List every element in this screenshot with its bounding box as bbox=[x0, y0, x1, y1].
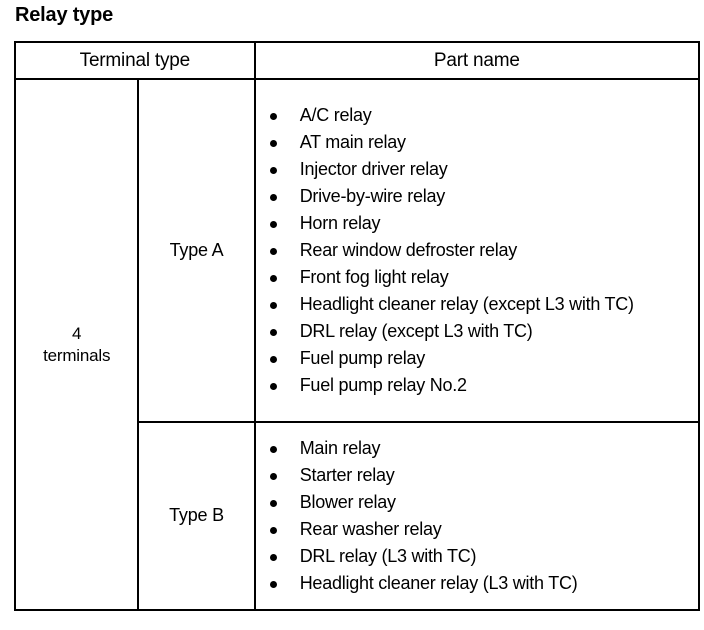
list-item-label: Fuel pump relay bbox=[299, 347, 426, 368]
terminal-count-cell: 4 terminals bbox=[13, 78, 140, 611]
list-item-label: Drive-by-wire relay bbox=[299, 185, 446, 206]
table-row: Type B Main relay Starter relay bbox=[15, 420, 701, 612]
column-header-part-name: Part name bbox=[253, 41, 701, 80]
list-item: AT main relay bbox=[256, 129, 698, 156]
list-item: Horn relay bbox=[256, 210, 698, 237]
list-item-label: Horn relay bbox=[299, 212, 381, 233]
list-item: DRL relay (L3 with TC) bbox=[256, 543, 698, 570]
part-list-type-b: Main relay Starter relay Blower relay bbox=[256, 435, 698, 597]
table-row: 4 terminals Type A A/C relay AT main rel… bbox=[13, 78, 701, 611]
bullet-icon bbox=[269, 445, 277, 453]
bullet-icon bbox=[269, 553, 277, 561]
list-item: Headlight cleaner relay (except L3 with … bbox=[256, 291, 698, 318]
list-item-label: AT main relay bbox=[299, 131, 406, 152]
bullet-icon bbox=[269, 382, 277, 390]
terminal-count-number: 4 bbox=[72, 323, 82, 343]
list-item: Injector driver relay bbox=[256, 156, 698, 183]
list-item: Starter relay bbox=[256, 462, 698, 489]
bullet-icon bbox=[269, 166, 277, 174]
list-item: Drive-by-wire relay bbox=[256, 183, 698, 210]
list-item-label: A/C relay bbox=[299, 104, 372, 125]
column-header-terminal-type: Terminal type bbox=[14, 41, 256, 80]
bullet-icon bbox=[269, 328, 277, 336]
list-item: Rear washer relay bbox=[256, 516, 698, 543]
list-item-label: DRL relay (L3 with TC) bbox=[299, 545, 477, 566]
list-item: A/C relay bbox=[256, 102, 698, 129]
relay-type-table: Terminal type Part name 4 terminals Type… bbox=[13, 41, 701, 612]
list-item-label: Headlight cleaner relay (L3 with TC) bbox=[299, 572, 578, 593]
list-item-label: Headlight cleaner relay (except L3 with … bbox=[299, 293, 634, 314]
list-item-label: Main relay bbox=[299, 437, 381, 458]
list-item-label: Injector driver relay bbox=[299, 158, 448, 179]
type-label-a: Type A bbox=[137, 78, 256, 423]
list-item-label: DRL relay (except L3 with TC) bbox=[299, 320, 533, 341]
list-item: Front fog light relay bbox=[256, 264, 698, 291]
list-item: Blower relay bbox=[256, 489, 698, 516]
bullet-icon bbox=[269, 526, 277, 534]
bullet-icon bbox=[269, 193, 277, 201]
list-item-label: Front fog light relay bbox=[299, 266, 449, 287]
list-item: Rear window defroster relay bbox=[256, 237, 698, 264]
list-item-label: Fuel pump relay No.2 bbox=[299, 374, 467, 395]
bullet-icon bbox=[269, 301, 277, 309]
bullet-icon bbox=[269, 247, 277, 255]
page-title: Relay type bbox=[15, 4, 114, 26]
bullet-icon bbox=[269, 112, 277, 120]
list-item: Fuel pump relay No.2 bbox=[256, 372, 698, 399]
bullet-icon bbox=[269, 472, 277, 480]
part-list-type-a: A/C relay AT main relay Injector driver … bbox=[256, 102, 698, 399]
type-label-b: Type B bbox=[137, 420, 256, 612]
list-item: Main relay bbox=[256, 435, 698, 462]
list-item-label: Starter relay bbox=[299, 464, 395, 485]
bullet-icon bbox=[269, 139, 277, 147]
list-item-label: Blower relay bbox=[299, 491, 396, 512]
list-item: Fuel pump relay bbox=[256, 345, 698, 372]
list-item-label: Rear washer relay bbox=[299, 518, 442, 539]
part-list-cell-type-a: A/C relay AT main relay Injector driver … bbox=[253, 78, 701, 423]
list-item-label: Rear window defroster relay bbox=[299, 239, 518, 260]
terminal-count-word: terminals bbox=[43, 345, 111, 365]
bullet-icon bbox=[269, 580, 277, 588]
table-header-row: Terminal type Part name bbox=[14, 41, 701, 80]
bullet-icon bbox=[269, 220, 277, 228]
bullet-icon bbox=[269, 499, 277, 507]
bullet-icon bbox=[269, 355, 277, 363]
bullet-icon bbox=[269, 274, 277, 282]
part-list-cell-type-b: Main relay Starter relay Blower relay bbox=[253, 420, 701, 612]
list-item: Headlight cleaner relay (L3 with TC) bbox=[256, 570, 698, 597]
list-item: DRL relay (except L3 with TC) bbox=[256, 318, 698, 345]
